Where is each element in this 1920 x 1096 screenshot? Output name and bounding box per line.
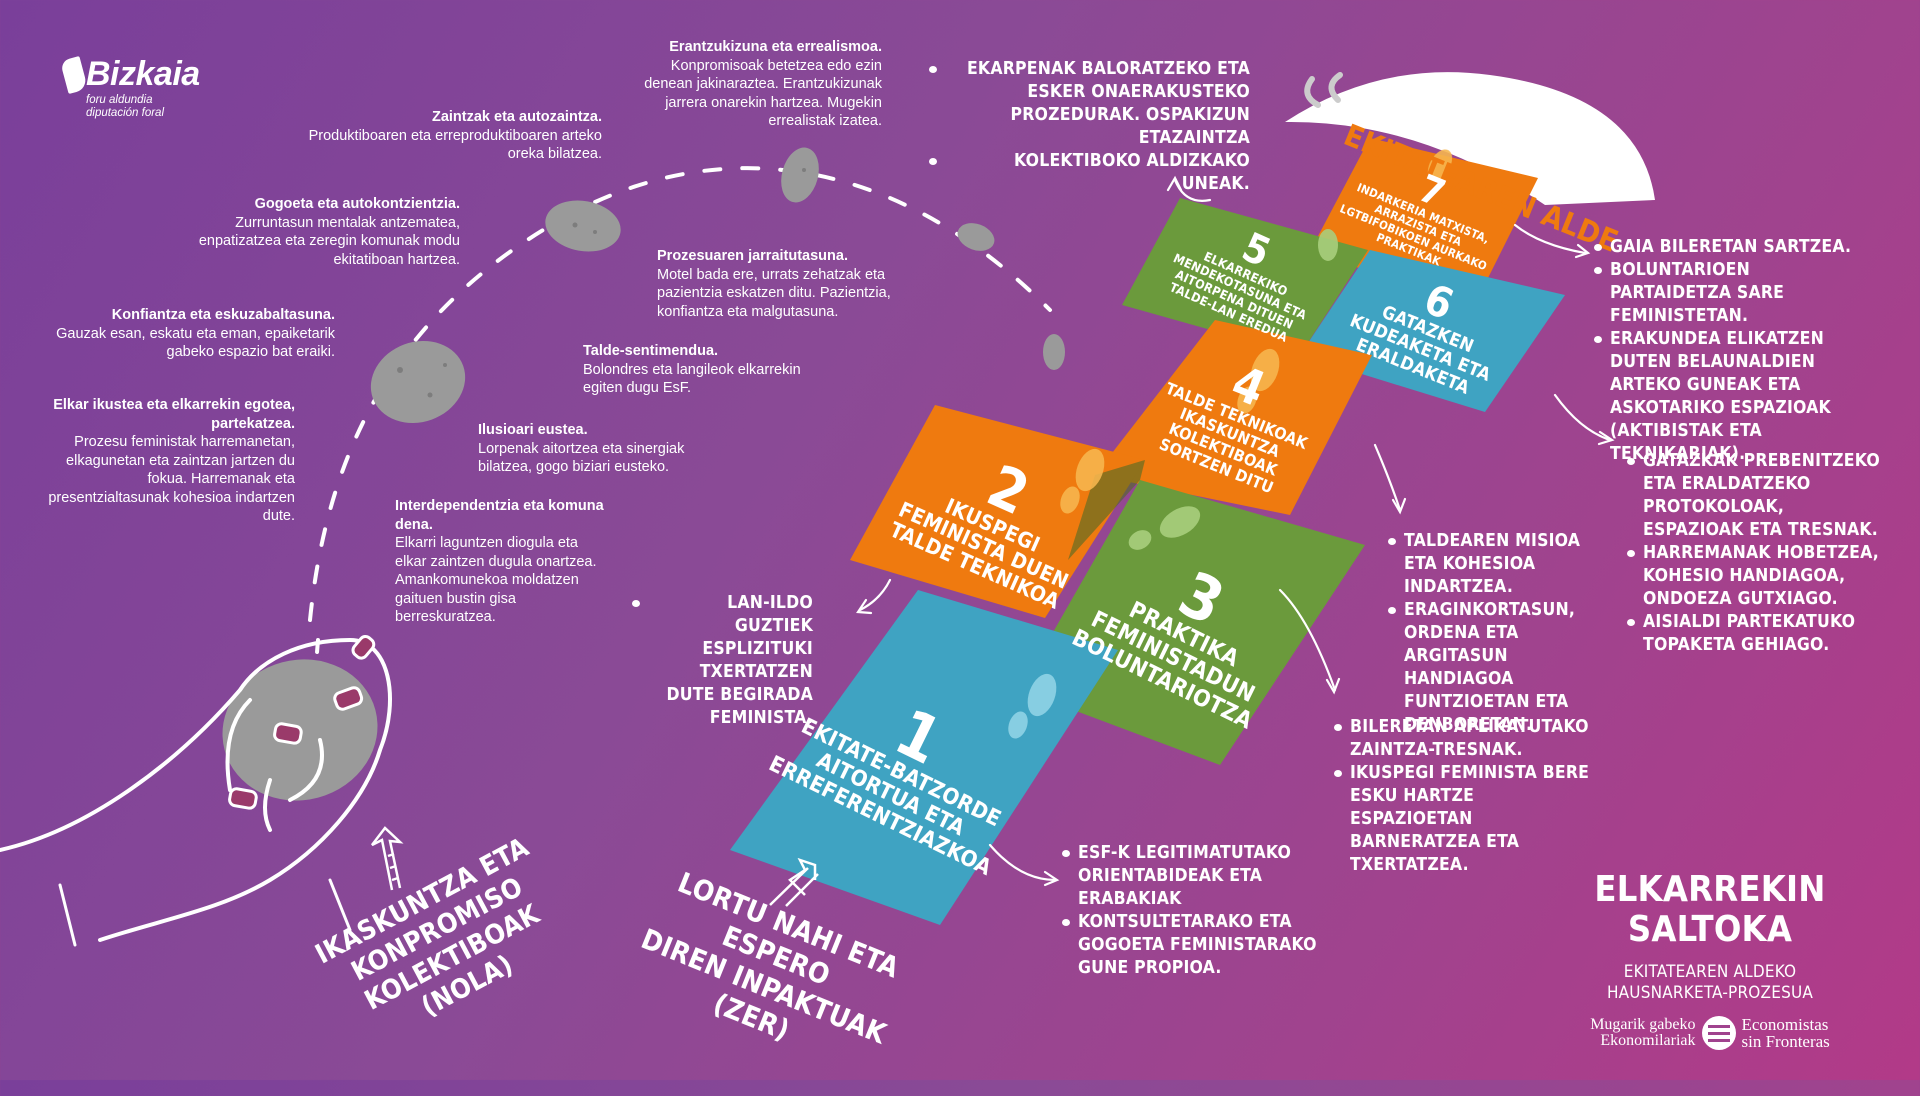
impacts-bottom: ESF-K LEGITIMATUTAKO ORIENTABIDEAK ETA E… — [1060, 842, 1350, 980]
brand-title: ELKARREKIN SALTOKA — [1594, 869, 1826, 950]
footprint-icon — [1008, 673, 1057, 739]
brand-sub2: HAUSNARKETA-PROZESUA — [1606, 983, 1814, 1003]
hand-illustration — [0, 635, 392, 947]
connector-arrows — [856, 175, 1615, 887]
brand-sub1: EKITATEAREN ALDEKO — [1623, 962, 1797, 982]
value-togetherness: Elkar ikustea eta elkarrekin egotea, par… — [48, 397, 295, 524]
org-name-eu1: Mugarik gabeko — [1590, 1016, 1696, 1033]
value-enthusiasm: Ilusioari eustea.Lorpenak aitortzea eta … — [478, 422, 685, 475]
value-trust: Konfiantza eta eskuzabaltasuna.Gauzak es… — [56, 307, 335, 360]
stone-speckles — [397, 168, 806, 398]
org-name-es2: sin Fronteras — [1741, 1032, 1830, 1051]
globe-icon — [1701, 1016, 1736, 1050]
impacts-low: BILERETAN APLIKATUTAKO ZAINTZA-TRESNAK. … — [1332, 716, 1602, 877]
oak-leaf-icon — [59, 55, 89, 94]
footprint-icon — [1060, 149, 1453, 514]
tile-3-shape — [1020, 480, 1365, 765]
bizkaia-logo: Bizkaia foru aldundia diputación foral — [59, 55, 200, 120]
org-name-es1: Economistas — [1741, 1015, 1829, 1034]
impacts-right-mid: GATAZKAK PREBENITZEKO ETA ERALDATZEKO PR… — [1625, 450, 1880, 657]
logo-name: Bizkaia — [86, 55, 200, 93]
impacts-right-top: GAIA BILERETAN SARTZEA. BOLUNTARIOEN PAR… — [1592, 236, 1857, 466]
logo-sub2: diputación foral — [86, 107, 164, 119]
tile-5-shape — [1122, 198, 1368, 355]
footprint-icon — [1128, 229, 1338, 550]
value-interdependence: Interdependentzia eta komuna dena.Elkarr… — [395, 498, 604, 625]
impacts-left: LAN-ILDO GUZTIEK ESPLIZITUKI TXERTATZEN … — [632, 592, 813, 730]
org-name-eu2: Ekonomilariak — [1600, 1032, 1696, 1049]
up-arrow-icon — [371, 826, 819, 907]
tile-2-shape — [850, 405, 1145, 618]
value-care: Zaintzak eta autozaintza.Produktiboaren … — [308, 109, 602, 162]
tile-overlap — [1068, 460, 1145, 560]
logo-sub1: foru aldundia — [86, 94, 153, 106]
goal-arch — [1285, 72, 1655, 205]
impacts-top: EKARPENAK BALORATZEKO ETA ESKER ONAERAKU… — [929, 58, 1250, 196]
brand-block: ELKARREKIN SALTOKA EKITATEAREN ALDEKO HA… — [1540, 870, 1880, 1050]
tile-1-shape — [730, 590, 1118, 925]
value-responsibility: Erantzukizuna eta errealismoa.Konpromiso… — [644, 39, 882, 129]
tile-6-shape — [1300, 250, 1565, 412]
value-continuity: Prozesuaren jarraitutasuna.Motel bada er… — [657, 248, 891, 320]
stone-icon — [370, 147, 1065, 424]
tile-4-shape — [1095, 320, 1372, 515]
value-team-feeling: Talde-sentimendua.Bolondres eta langileo… — [583, 343, 801, 396]
value-reflection: Gogoeta eta autokontzientzia.Zurruntasun… — [198, 196, 460, 268]
impacts-mid: TALDEAREN MISIOA ETA KOHESIOA INDARTZEA.… — [1386, 530, 1611, 737]
